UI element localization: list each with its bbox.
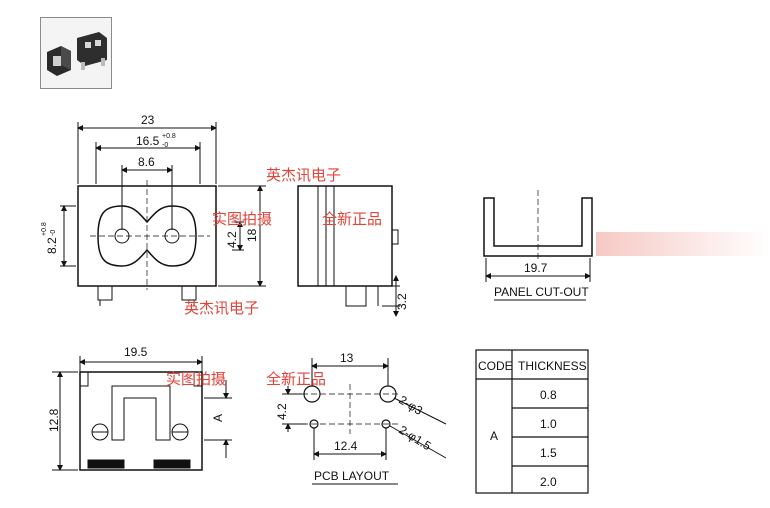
watermark-brand: 英杰讯电子 (266, 166, 341, 184)
watermark-brand: 英杰讯电子 (184, 299, 259, 317)
dim-inner-tol-minus: -0 (162, 142, 168, 149)
pcb-layout-caption: PCB LAYOUT (314, 469, 390, 483)
table-row-value: 1.5 (540, 446, 557, 460)
watermark-stamp (596, 232, 770, 256)
dim-height-tol-plus: +0.8 (41, 222, 48, 236)
hole-large-label: 2-φ3 (396, 393, 425, 418)
table-header-thickness: THICKNESS (518, 359, 587, 373)
dim-pin-length: 3.2 (395, 293, 409, 310)
hole-small-label: 2-φ1.5 (396, 423, 433, 454)
product-thumbnail (40, 17, 112, 89)
side-view (297, 185, 400, 317)
table-row-value: 0.8 (540, 388, 557, 402)
watermark-real-photo: 实图拍摄 (166, 370, 226, 388)
watermark-genuine: 全新正品 (266, 370, 326, 388)
dim-width: 23 (141, 113, 155, 127)
dim-pcb-top-width: 13 (340, 351, 354, 365)
dim-cutout-width: 19.7 (524, 261, 548, 275)
panel-cutout-caption: PANEL CUT-OUT (494, 285, 589, 299)
bottom-view (52, 356, 232, 471)
table-code-a: A (490, 429, 498, 443)
dim-pcb-spacing: 4.2 (275, 403, 289, 420)
pcb-layout-view (282, 358, 447, 485)
dim-bottom-width: 19.5 (124, 345, 148, 359)
dim-pin-dia: 4.2 (225, 231, 239, 248)
dim-height: 18 (245, 228, 259, 242)
dim-pin-pitch: 8.6 (138, 155, 155, 169)
table-header-code: CODE (478, 359, 513, 373)
dim-bottom-height: 12.8 (47, 408, 61, 432)
watermark-real-photo: 实图拍摄 (212, 210, 272, 228)
dim-height-left: 8.2 (45, 237, 59, 254)
table-row-value: 1.0 (540, 417, 557, 431)
dim-height-tol-minus: -0 (50, 230, 57, 236)
thickness-table (475, 349, 589, 494)
table-row-value: 2.0 (540, 475, 557, 489)
panel-cutout-view (483, 190, 593, 301)
dim-inner-width: 16.5 (136, 134, 160, 148)
dim-inner-tol-plus: +0.8 (162, 133, 176, 140)
watermark-genuine: 全新正品 (322, 210, 382, 228)
dim-pcb-bottom-width: 12.4 (334, 439, 358, 453)
product-photo-icon (47, 32, 107, 76)
front-view (60, 122, 266, 306)
bottom-mark-a: A (211, 414, 225, 422)
